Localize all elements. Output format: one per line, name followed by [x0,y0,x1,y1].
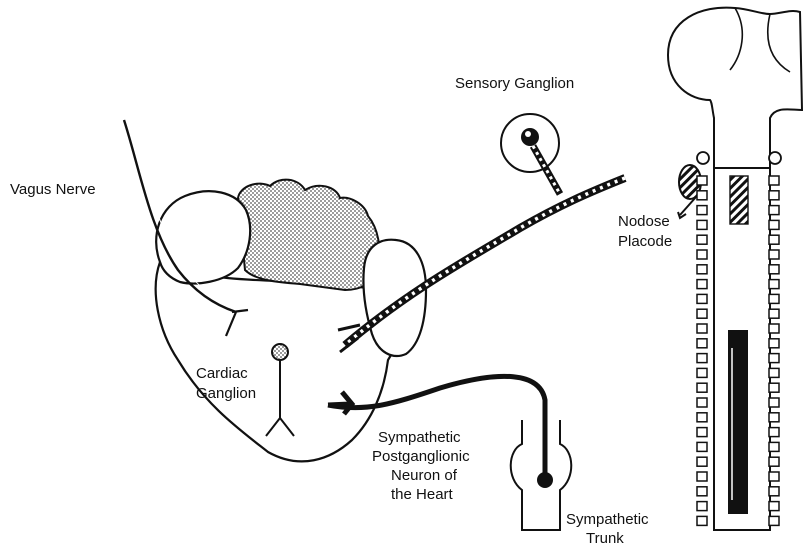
somite-square [769,487,779,496]
somite-square [769,442,779,451]
label-cardiac-line1: Cardiac [196,365,248,382]
somite-square [697,309,707,318]
somite-square [697,339,707,348]
somite-square [769,191,779,200]
somite-square [697,280,707,289]
right-atrium [363,240,426,356]
somite-circle-right [769,152,781,164]
label-symp-post-line1: Sympathetic [378,429,461,446]
somite-square [769,383,779,392]
neuron-soma-icon [272,344,288,360]
somite-square [769,294,779,303]
somite-square [697,487,707,496]
somite-square [697,176,707,185]
label-symp-post-line3: Neuron of [391,467,458,484]
somite-square [769,516,779,525]
left-atrium [156,191,250,283]
somite-square [769,428,779,437]
somite-square [769,206,779,215]
somite-square [697,235,707,244]
somite-square [769,324,779,333]
somite-square [697,413,707,422]
somite-square [769,398,779,407]
somite-square [769,457,779,466]
somite-square [697,428,707,437]
somite-square [769,309,779,318]
label-nodose-line2: Placode [618,233,672,250]
label-cardiac-line2: Ganglion [196,385,256,402]
label-symp-trunk-line1: Sympathetic [566,511,649,528]
label-symp-trunk-line2: Trunk [586,530,624,547]
somite-square [769,235,779,244]
somite-square [697,294,707,303]
somite-square [769,250,779,259]
somite-square [697,516,707,525]
somite-square [697,472,707,481]
somite-square [697,368,707,377]
label-symp-post-line2: Postganglionic [372,448,470,465]
somite-square [697,457,707,466]
somite-square [769,176,779,185]
somite-square [697,398,707,407]
heart [156,180,426,462]
somite-square [697,324,707,333]
somite-square [697,354,707,363]
somite-square [769,265,779,274]
somite-square [697,442,707,451]
somite-square [697,502,707,511]
somite-square [769,280,779,289]
somite-square [769,368,779,377]
label-nodose-line1: Nodose [618,213,670,230]
sensory-ganglion [501,114,560,194]
somite-square [697,191,707,200]
somite-square [697,206,707,215]
somite-squares-left-icon [697,176,707,525]
somite-square [769,502,779,511]
label-sensory-ganglion: Sensory Ganglion [455,75,574,92]
somite-square [697,250,707,259]
somite-square [697,265,707,274]
brainstem-neural-tube-icon [668,8,802,530]
somite-circle-left [697,152,709,164]
somite-square [769,413,779,422]
label-symp-post-line4: the Heart [391,486,454,503]
somite-square [769,339,779,348]
somite-square [769,220,779,229]
somite-square [697,383,707,392]
somite-square [697,220,707,229]
somite-square [769,354,779,363]
label-vagus-nerve: Vagus Nerve [10,181,96,198]
somite-square [769,472,779,481]
outflow-tract [238,180,380,290]
